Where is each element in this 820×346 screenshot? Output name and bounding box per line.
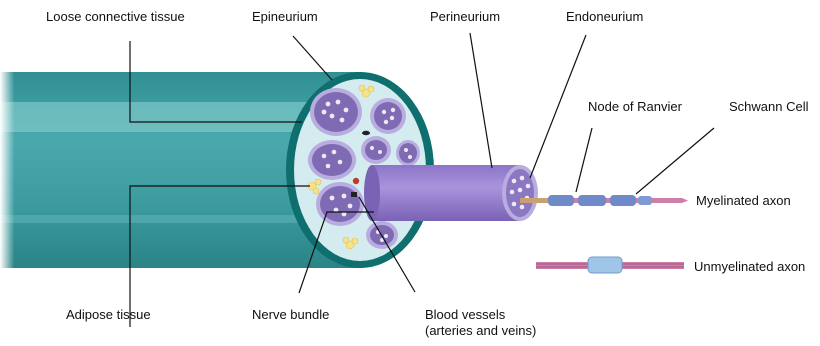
label-perineurium: Perineurium (430, 9, 500, 24)
fascicle (361, 136, 391, 164)
leader-schwann-cell (636, 128, 714, 194)
unmyelinated-axon (536, 257, 684, 273)
fascicle (370, 98, 406, 134)
label-blood-vessels: Blood vessels (425, 307, 505, 322)
leader-endoneurium (530, 35, 586, 178)
fascicle (308, 140, 356, 180)
label-schwann-cell: Schwann Cell (729, 99, 809, 114)
label-endoneurium: Endoneurium (566, 9, 643, 24)
label-adipose-tissue: Adipose tissue (66, 307, 151, 322)
label-nerve-bundle: Nerve bundle (252, 307, 329, 322)
fascicle (396, 140, 420, 166)
leader-perineurium (470, 33, 492, 168)
label-unmyelinated-axon: Unmyelinated axon (694, 259, 805, 274)
fascicle (316, 182, 364, 226)
label-myelinated-axon: Myelinated axon (696, 193, 791, 208)
label-loose-connective-tissue: Loose connective tissue (46, 9, 185, 24)
fascicle (310, 88, 362, 136)
label-blood-vessels-subtitle: (arteries and veins) (425, 323, 536, 338)
fascicle-cylinder (364, 165, 538, 221)
label-node-of-ranvier: Node of Ranvier (588, 99, 682, 114)
myelinated-axon (520, 195, 688, 206)
label-epineurium: Epineurium (252, 9, 318, 24)
leader-node-of-ranvier (576, 128, 592, 192)
